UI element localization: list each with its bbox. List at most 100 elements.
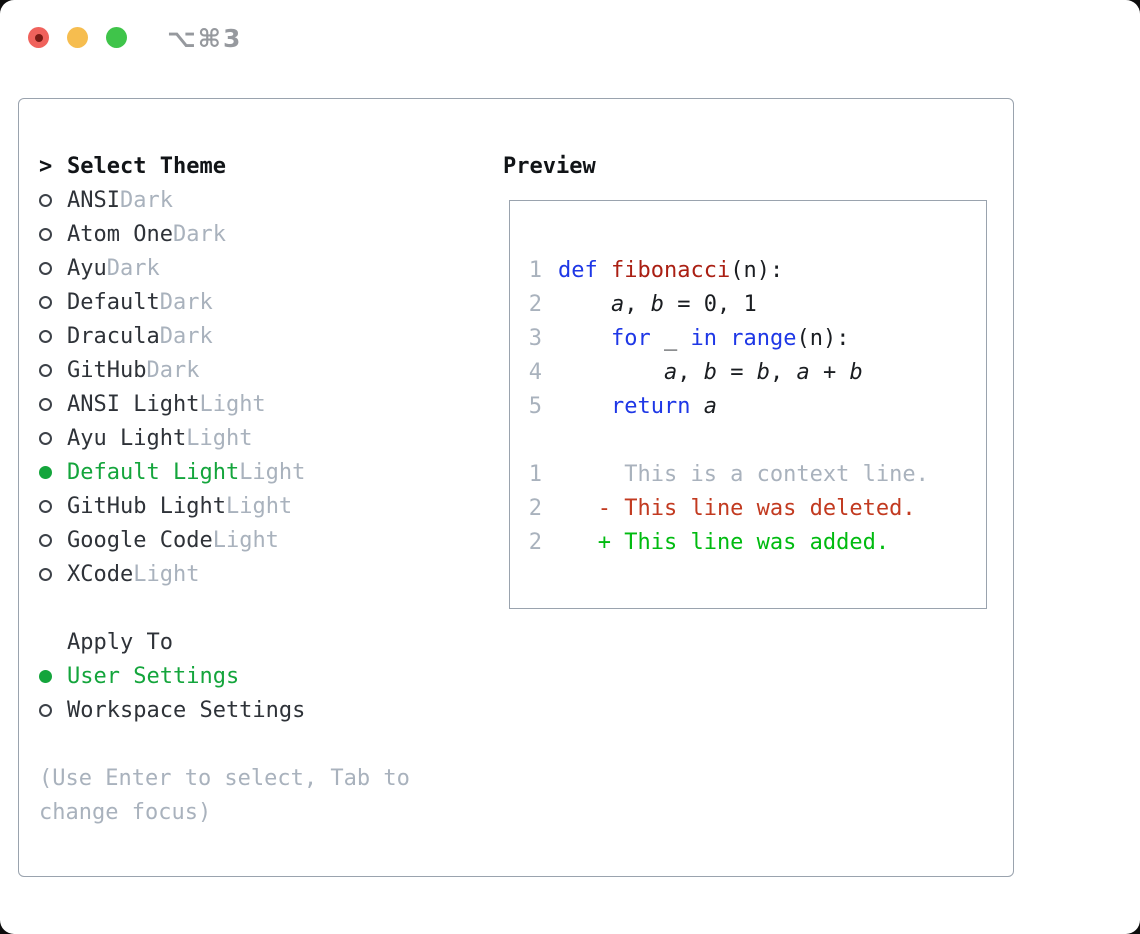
token-ctx: This is a context line. (558, 461, 929, 487)
theme-variant-tag: Dark (119, 187, 173, 213)
theme-option[interactable]: Ayu Dark (39, 251, 489, 285)
token-pl (598, 258, 611, 283)
added-line: 2 + This line was added. (528, 525, 976, 559)
theme-option[interactable]: Google Code Light (39, 523, 489, 557)
theme-list-title: Select Theme (67, 153, 226, 179)
theme-option[interactable]: ANSI Light Light (39, 387, 489, 421)
title-bar: ⌥⌘3 (0, 0, 1140, 76)
radio-icon (39, 431, 52, 445)
line-content: This is a context line. (558, 462, 929, 487)
token-var: a (796, 359, 810, 385)
context-line: 1 This is a context line. (528, 457, 976, 491)
blank-line (528, 423, 976, 457)
theme-name: ANSI (67, 187, 120, 213)
code-line: 5 return a (528, 389, 976, 423)
apply-to-label: Workspace Settings (67, 697, 306, 723)
theme-name: Google Code (67, 527, 213, 553)
theme-variant-tag: Dark (159, 289, 213, 315)
token-kw: in (690, 325, 717, 351)
minimize-button[interactable] (67, 27, 88, 48)
theme-variant-tag: Dark (159, 323, 213, 349)
theme-option[interactable]: GitHub Light Light (39, 489, 489, 523)
token-pl: (n): (730, 257, 784, 283)
token-kw: for (610, 325, 651, 351)
token-del: - This line was deleted. (558, 495, 916, 521)
theme-variant-tag: Light (199, 391, 266, 417)
token-pl (558, 360, 664, 385)
apply-to-option[interactable]: Workspace Settings (39, 693, 489, 727)
token-kw: return (610, 393, 691, 419)
token-pl: , (769, 359, 797, 385)
theme-variant-tag: Dark (146, 357, 200, 383)
theme-option[interactable]: XCode Light (39, 557, 489, 591)
radio-icon (39, 397, 52, 411)
line-content: a, b = 0, 1 (558, 292, 757, 317)
theme-option[interactable]: Atom One Dark (39, 217, 489, 251)
token-pl: = (716, 359, 757, 385)
line-number: 2 (528, 495, 542, 521)
apply-to-label: User Settings (67, 663, 240, 689)
token-pl: (n): (796, 325, 850, 351)
window-shortcut-label: ⌥⌘3 (167, 24, 243, 53)
spacer-row (39, 591, 489, 625)
traffic-lights (28, 27, 127, 48)
radio-selected-icon (39, 465, 52, 479)
line-number: 3 (528, 325, 542, 351)
theme-option[interactable]: GitHub Dark (39, 353, 489, 387)
code-line: 3 for _ in range(n): (528, 321, 976, 355)
line-number: 5 (528, 393, 542, 419)
radio-icon (39, 261, 52, 275)
token-pl: , (677, 359, 704, 385)
theme-variant-tag: Light (225, 493, 293, 519)
token-var: b (703, 359, 717, 385)
line-content: a, b = b, a + b (558, 360, 863, 385)
token-var: b (849, 359, 863, 385)
radio-icon (39, 703, 52, 717)
theme-option[interactable]: Dracula Dark (39, 319, 489, 353)
line-number: 4 (528, 359, 542, 385)
apply-to-option[interactable]: User Settings (39, 659, 489, 693)
code-line: 2 a, b = 0, 1 (528, 287, 976, 321)
apply-to-title: Apply To (67, 629, 173, 655)
theme-name: Dracula (67, 323, 160, 349)
code-line: 4 a, b = b, a + b (528, 355, 976, 389)
token-pl (717, 326, 730, 351)
zoom-button[interactable] (106, 27, 127, 48)
theme-option[interactable]: ANSI Dark (39, 183, 489, 217)
theme-option[interactable]: Ayu Light Light (39, 421, 489, 455)
theme-name: Ayu (67, 255, 107, 281)
unsaved-dot-icon (34, 33, 43, 42)
help-text-line: change focus) (39, 799, 212, 825)
token-var: b (650, 291, 664, 317)
line-content: - This line was deleted. (558, 496, 916, 521)
line-content: + This line was added. (558, 530, 889, 555)
apply-to-header: Apply To (39, 625, 489, 659)
theme-name: Ayu Light (67, 425, 187, 451)
token-pl (558, 326, 611, 351)
token-pl (690, 394, 703, 419)
radio-icon (39, 227, 52, 241)
token-pl (558, 394, 611, 419)
theme-option[interactable]: Default Dark (39, 285, 489, 319)
line-number: 2 (528, 529, 542, 555)
close-button[interactable] (28, 27, 49, 48)
theme-option[interactable]: Default Light Light (39, 455, 489, 489)
radio-icon (39, 295, 52, 309)
selection-cursor: > (39, 153, 53, 179)
theme-name: ANSI Light (67, 391, 200, 417)
theme-variant-tag: Dark (106, 255, 160, 281)
token-kw: range (730, 325, 797, 351)
token-fn: fibonacci (611, 257, 731, 283)
radio-icon (39, 329, 52, 343)
theme-name: Atom One (67, 221, 173, 247)
theme-name: Default Light (67, 459, 240, 485)
help-text-line: (Use Enter to select, Tab to (39, 765, 410, 791)
token-pl: _ (650, 325, 691, 351)
theme-variant-tag: Light (133, 561, 200, 587)
theme-list-header: > Select Theme (39, 149, 489, 183)
